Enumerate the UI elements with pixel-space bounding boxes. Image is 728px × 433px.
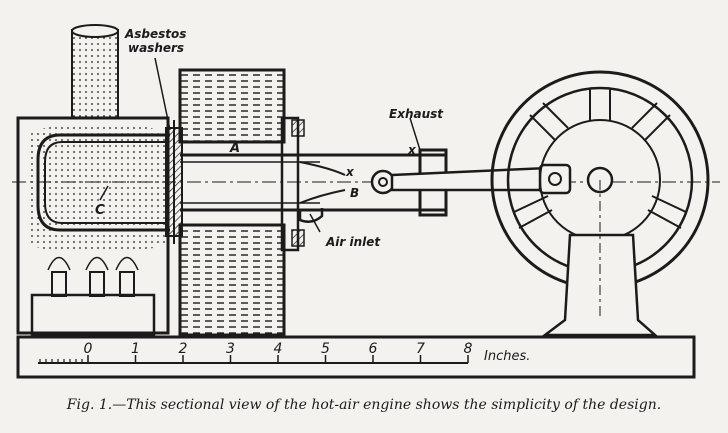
burner-box [30,256,156,337]
scale-tick-label: 3 [226,341,235,357]
scale-tick-label: 0 [84,341,93,357]
scale-tick-label: 5 [321,341,330,357]
scale-tick-label: 2 [179,341,188,357]
label-marker-x1: x [345,165,355,179]
scale-unit: Inches. [484,349,530,364]
label-air-inlet: Air inlet [325,235,381,249]
leader-lines [99,57,421,233]
scale-tick-label: 4 [274,341,283,357]
inch-scale: 0 1 2 3 4 5 6 7 8 [39,341,473,363]
base-plate [16,335,696,379]
label-marker-x2: x [407,143,417,157]
scale-tick-label: 8 [464,341,473,357]
water-jacket [178,68,305,337]
figure-caption: Fig. 1.—This sectional view of the hot-a… [66,397,661,413]
label-marker-b: B [350,186,359,200]
chimney [71,24,119,119]
label-marker-a: A [229,141,240,156]
label-exhaust: Exhaust [389,107,444,121]
scale-tick-label: 7 [416,341,425,357]
label-asbestos-2: washers [128,41,184,55]
label-asbestos-1: Asbestos [124,27,186,41]
flywheel-stand [541,180,659,337]
scale-tick-label: 6 [369,341,378,357]
scale-tick-label: 1 [131,341,140,357]
label-marker-c: C [95,203,105,218]
furnace [16,116,170,337]
